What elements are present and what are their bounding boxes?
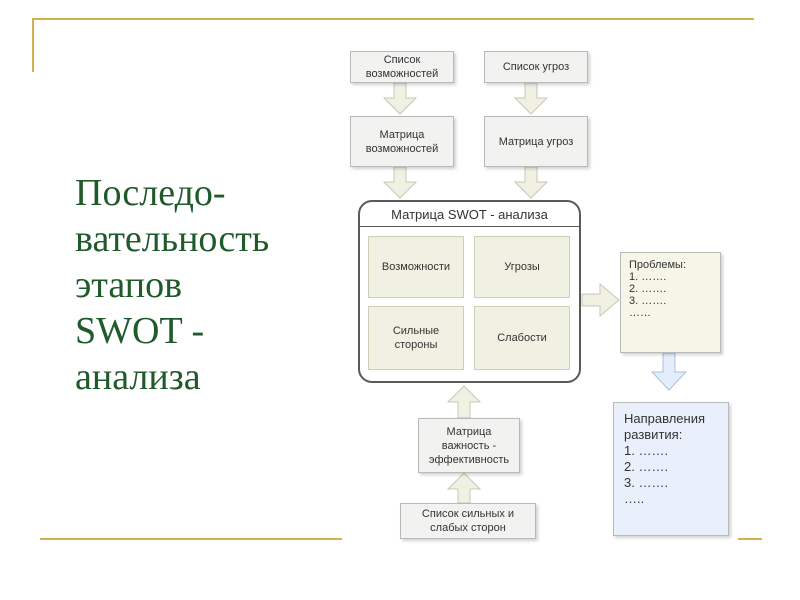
importance-matrix-label: Матрица важность - эффективность [428,425,510,466]
slide-title: Последо- вательность этапов SWOT - анали… [75,170,269,400]
threats-matrix-label: Матрица угроз [498,135,574,148]
problems-title: Проблемы: [629,259,687,271]
arrow-up-icon [446,472,482,504]
arrow-right-icon [581,282,620,318]
problems-item: 1. ……. [629,271,667,283]
directions-item: ….. [624,491,645,506]
arrow-down-icon [650,352,688,391]
directions-item: 1. ……. [624,443,669,458]
swot-matrix-divider [360,226,579,227]
title-line: вательность [75,218,270,260]
problems-item: 2. ……. [629,283,667,295]
title-line: анализа [75,356,201,398]
arrow-up-icon [446,385,482,419]
title-line: Последо- [75,172,226,214]
arrow-down-icon [513,82,549,115]
swot-cell-weaknesses: Слабости [474,306,570,370]
swot-matrix-title: Матрица SWOT - анализа [391,207,548,222]
top-rule [32,18,754,20]
title-line: SWOT - [75,310,205,352]
swot-matrix: Матрица SWOT - анализа Возможности Угроз… [358,200,581,383]
swot-cell-label: Слабости [497,332,547,344]
swot-cell-label: Угрозы [504,261,540,273]
threats-list-box: Список угроз [484,51,588,83]
swot-cell-strengths: Сильные стороны [368,306,464,370]
swot-cell-opportunities: Возможности [368,236,464,298]
arrow-down-icon [513,166,549,199]
directions-box: Направления развития: 1. ……. 2. ……. 3. …… [613,402,729,536]
directions-title: Направления [624,411,706,426]
problems-item: 3. ……. [629,295,667,307]
opportunities-list-box: Список возможностей [350,51,454,83]
bottom-rule-left [40,538,342,540]
opportunities-matrix-box: Матрица возможностей [350,116,454,167]
strengths-weaknesses-list-box: Список сильных и слабых сторон [400,503,536,539]
directions-title: развития: [624,427,683,442]
swot-cell-threats: Угрозы [474,236,570,298]
strengths-weaknesses-list-label: Список сильных и слабых сторон [421,508,515,534]
bottom-rule-right [738,538,762,540]
arrow-down-icon [382,166,418,199]
title-line: этапов [75,264,183,306]
threats-matrix-box: Матрица угроз [484,116,588,167]
swot-cell-label: Возможности [381,261,451,273]
swot-cell-label: Сильные стороны [392,325,440,351]
problems-box: Проблемы: 1. ……. 2. ……. 3. ……. …… [620,252,721,353]
problems-item: …… [629,307,651,319]
threats-list-label: Список угроз [502,61,570,73]
directions-item: 2. ……. [624,459,669,474]
opportunities-list-label: Список возможностей [365,54,439,80]
opportunities-matrix-label: Матрица возможностей [365,128,439,155]
directions-item: 3. ……. [624,475,669,490]
importance-matrix-box: Матрица важность - эффективность [418,418,520,473]
arrow-down-icon [382,82,418,115]
left-rule [32,18,34,72]
